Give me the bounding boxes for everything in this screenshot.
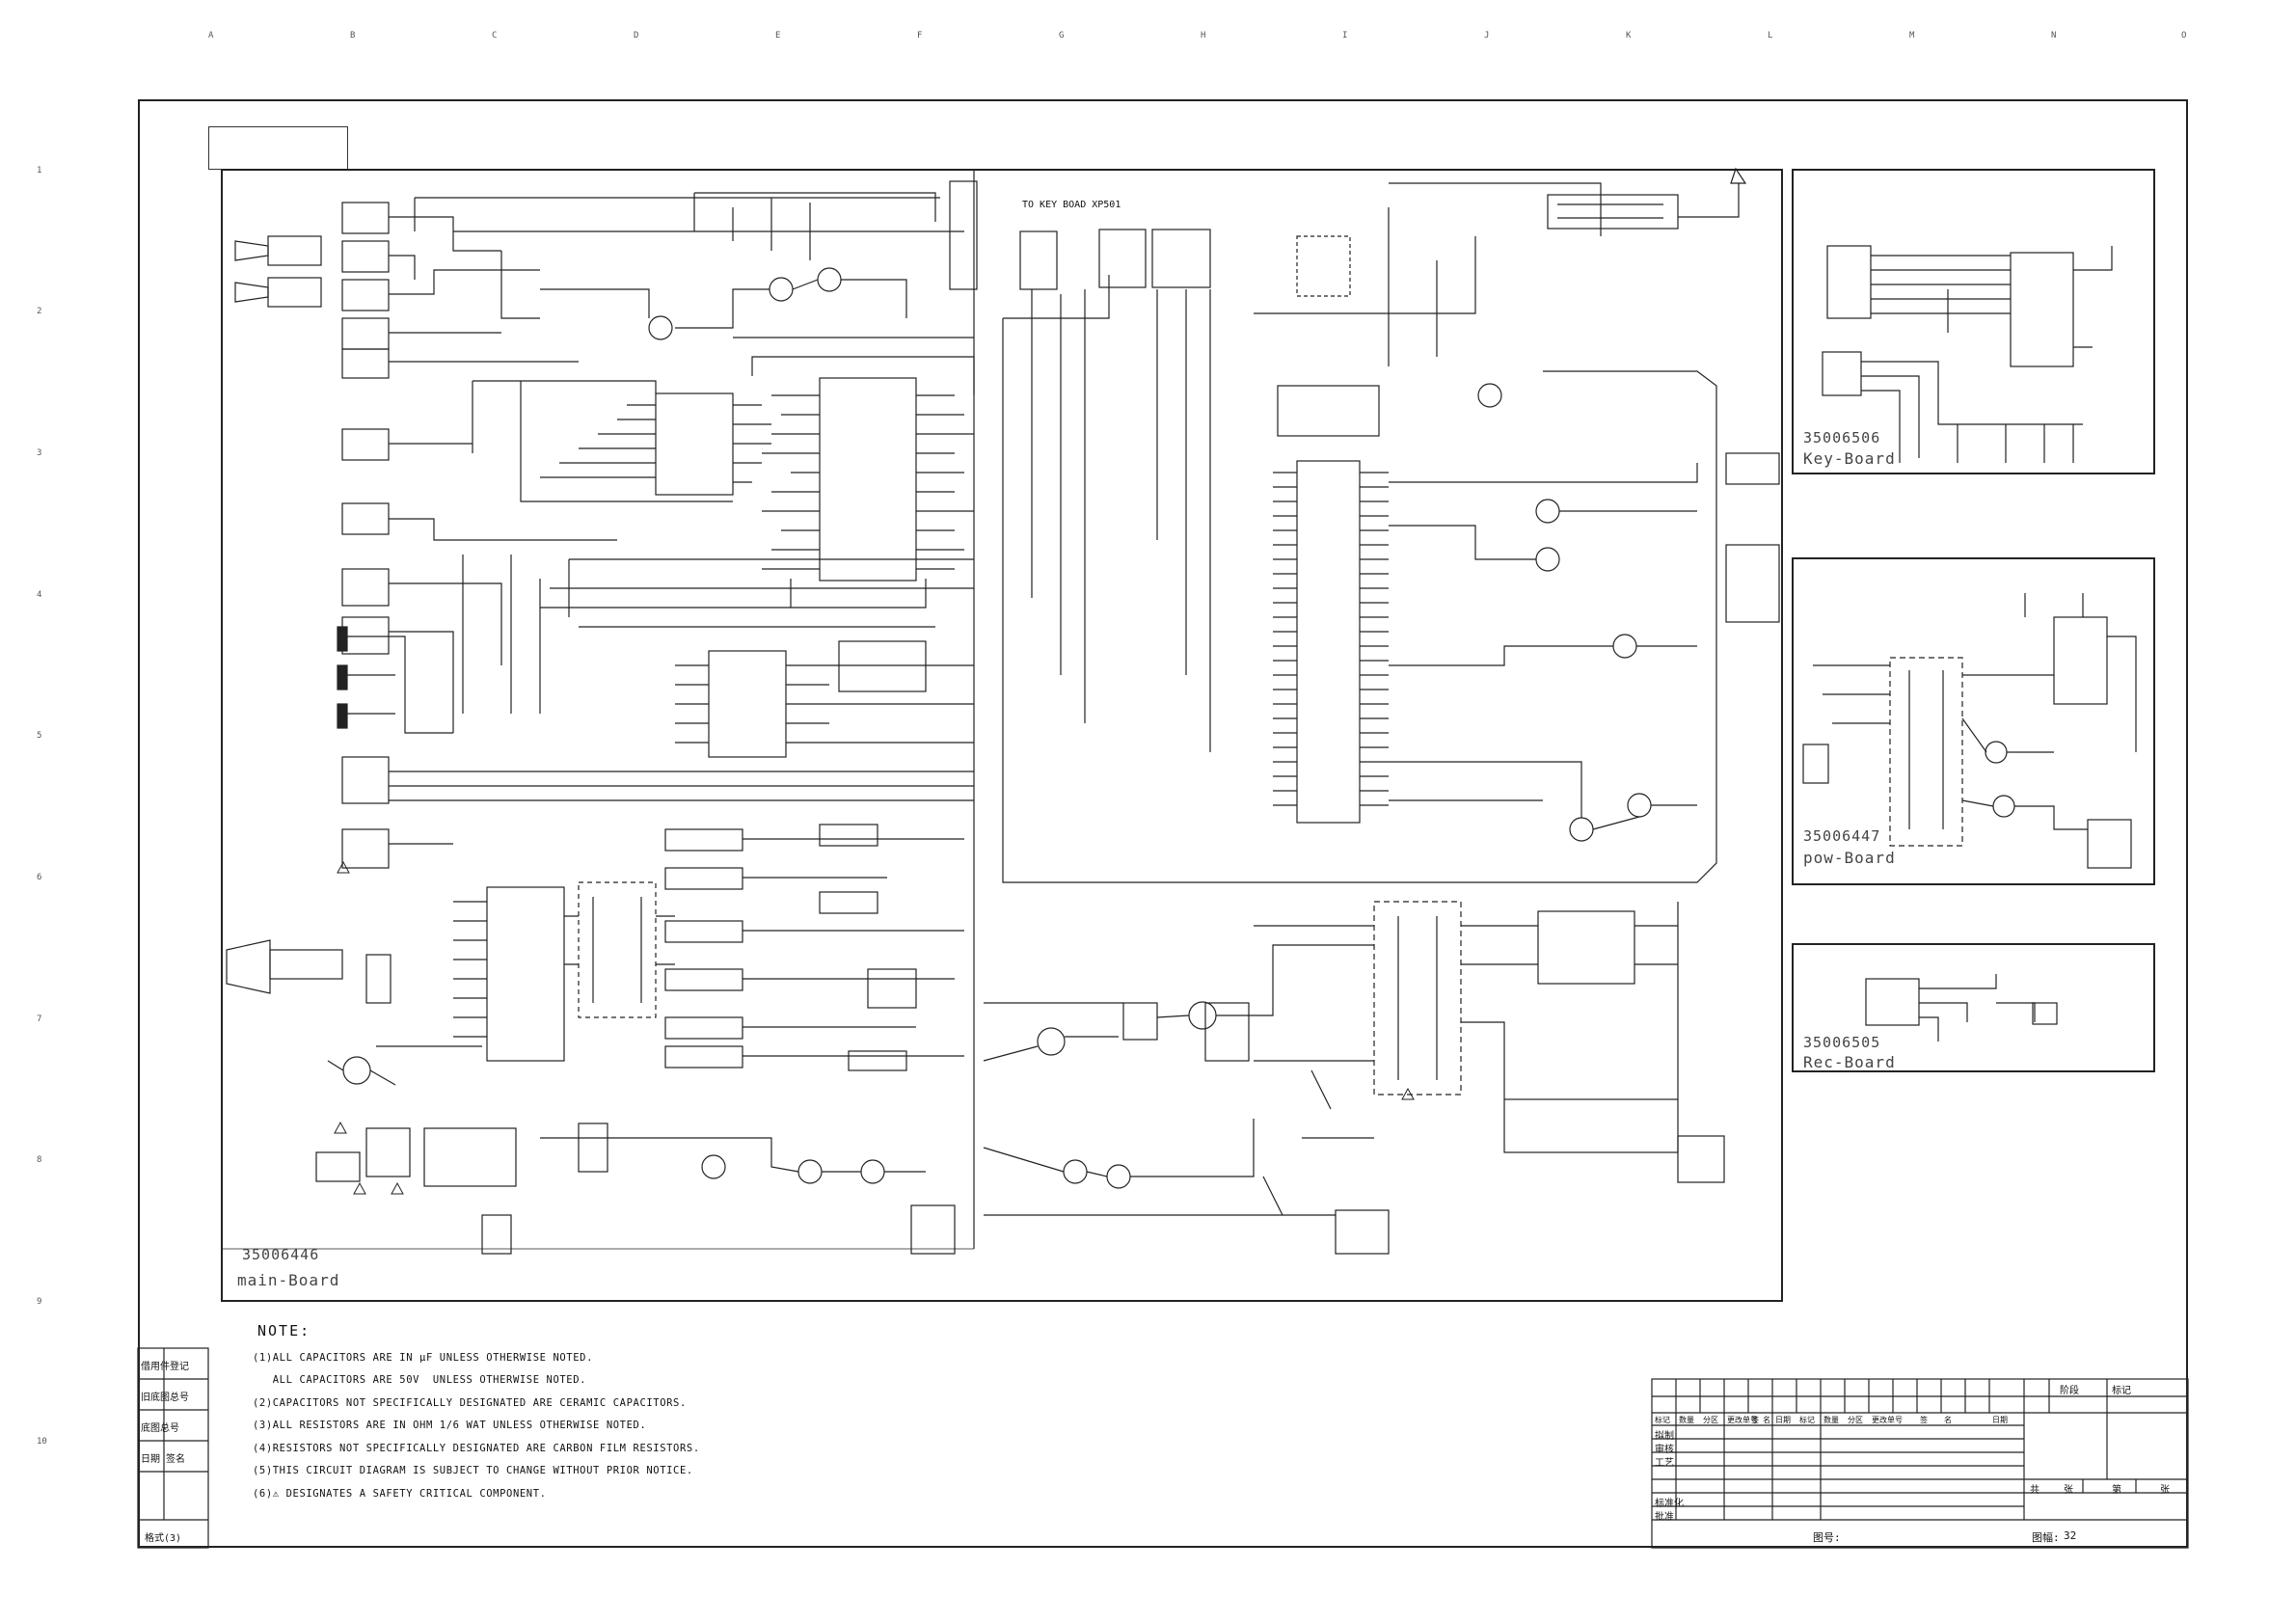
zone-letter: J xyxy=(1484,31,1490,41)
note-line: (4)RESISTORS NOT SPECIFICALLY DESIGNATED… xyxy=(253,1443,700,1454)
role-label: 标准化 xyxy=(1655,1499,1684,1509)
sheet-info: 张 xyxy=(2160,1485,2170,1496)
zone-letter: F xyxy=(917,31,923,41)
sheet-size-value: 32 xyxy=(2064,1529,2077,1542)
change-col: 标记 xyxy=(1799,1416,1815,1424)
zone-number: 10 xyxy=(37,1437,47,1447)
role-label: 批准 xyxy=(1655,1512,1674,1523)
side-label: 日期 签名 xyxy=(141,1454,186,1465)
zone-number: 4 xyxy=(37,590,42,600)
zone-letter: M xyxy=(1909,31,1915,41)
change-col: 分区 xyxy=(1848,1416,1863,1424)
main-board-frame xyxy=(221,169,1783,1302)
main-board-id: 35006446 xyxy=(242,1246,320,1263)
change-col: 标记 xyxy=(1655,1416,1670,1424)
notes-title: NOTE: xyxy=(257,1322,311,1339)
sheet-info: 张 xyxy=(2064,1485,2073,1496)
change-col: 数量 xyxy=(1679,1416,1694,1424)
sheet-info: 共 xyxy=(2030,1485,2039,1496)
zone-letter: L xyxy=(1768,31,1773,41)
zone-number: 5 xyxy=(37,731,42,741)
change-col: 更改单号 xyxy=(1727,1416,1758,1424)
zone-number: 9 xyxy=(37,1297,42,1307)
side-label: 借用件登记 xyxy=(141,1362,189,1372)
rec-board-name: Rec-Board xyxy=(1803,1053,1896,1071)
zone-letter: C xyxy=(492,31,498,41)
role-label: 审核 xyxy=(1655,1445,1674,1455)
title-block-stage: 阶段 xyxy=(2060,1386,2079,1396)
rec-board-id: 35006505 xyxy=(1803,1034,1881,1051)
role-label: 拟制 xyxy=(1655,1431,1674,1442)
zone-letter: A xyxy=(208,31,214,41)
zone-number: 8 xyxy=(37,1155,42,1165)
change-col: 分区 xyxy=(1703,1416,1718,1424)
change-col: 签 xyxy=(1920,1416,1928,1424)
zone-number: 2 xyxy=(37,307,42,316)
note-line: (3)ALL RESISTORS ARE IN OHM 1/6 WAT UNLE… xyxy=(253,1420,647,1431)
role-label: 工艺 xyxy=(1655,1458,1674,1469)
rec-board-frame xyxy=(1792,943,2155,1072)
zone-number: 6 xyxy=(37,873,42,882)
change-col: 日期 xyxy=(1775,1416,1791,1424)
sheet-info: 第 xyxy=(2112,1485,2121,1496)
key-board-name: Key-Board xyxy=(1803,449,1896,468)
note-line: ALL CAPACITORS ARE 50V UNLESS OTHERWISE … xyxy=(253,1374,587,1386)
zone-number: 1 xyxy=(37,166,42,176)
note-line: (6)⚠ DESIGNATES A SAFETY CRITICAL COMPON… xyxy=(253,1488,547,1500)
drawing-number-label: 图号: xyxy=(1813,1531,1841,1544)
zone-letter: B xyxy=(350,31,356,41)
pow-board-name: pow-Board xyxy=(1803,849,1896,867)
zone-letter: I xyxy=(1342,31,1348,41)
zone-letter: D xyxy=(634,31,639,41)
zone-number: 3 xyxy=(37,448,42,458)
side-label: 旧底图总号 xyxy=(141,1393,189,1403)
format-label: 格式(3) xyxy=(145,1533,182,1544)
zone-letter: H xyxy=(1201,31,1206,41)
note-line: (2)CAPACITORS NOT SPECIFICALLY DESIGNATE… xyxy=(253,1397,687,1409)
zone-letter: N xyxy=(2051,31,2057,41)
zone-letter: K xyxy=(1626,31,1632,41)
change-col: 数量 xyxy=(1823,1416,1839,1424)
change-col: 名 xyxy=(1763,1416,1770,1424)
change-col: 签 xyxy=(1751,1416,1759,1424)
zone-letter: G xyxy=(1059,31,1065,41)
pow-board-id: 35006447 xyxy=(1803,827,1881,845)
main-board-name: main-Board xyxy=(237,1271,340,1289)
side-label: 底图总号 xyxy=(141,1423,179,1434)
zone-letter: O xyxy=(2181,31,2187,41)
zone-letter: E xyxy=(775,31,781,41)
key-board-frame xyxy=(1792,169,2155,474)
change-col: 日期 xyxy=(1992,1416,2008,1424)
zone-number: 7 xyxy=(37,1014,42,1024)
change-col: 名 xyxy=(1944,1416,1952,1424)
drawing-frame xyxy=(138,99,2188,1548)
key-board-id: 35006506 xyxy=(1803,429,1881,446)
note-line: (5)THIS CIRCUIT DIAGRAM IS SUBJECT TO CH… xyxy=(253,1465,693,1476)
title-block-mark: 标记 xyxy=(2112,1386,2131,1396)
pow-board-frame xyxy=(1792,557,2155,885)
change-col: 更改单号 xyxy=(1872,1416,1903,1424)
key-board-connector-label: TO KEY BOAD XP501 xyxy=(1022,200,1121,210)
note-line: (1)ALL CAPACITORS ARE IN μF UNLESS OTHER… xyxy=(253,1352,593,1364)
sheet-size-label: 图幅: xyxy=(2032,1531,2060,1544)
